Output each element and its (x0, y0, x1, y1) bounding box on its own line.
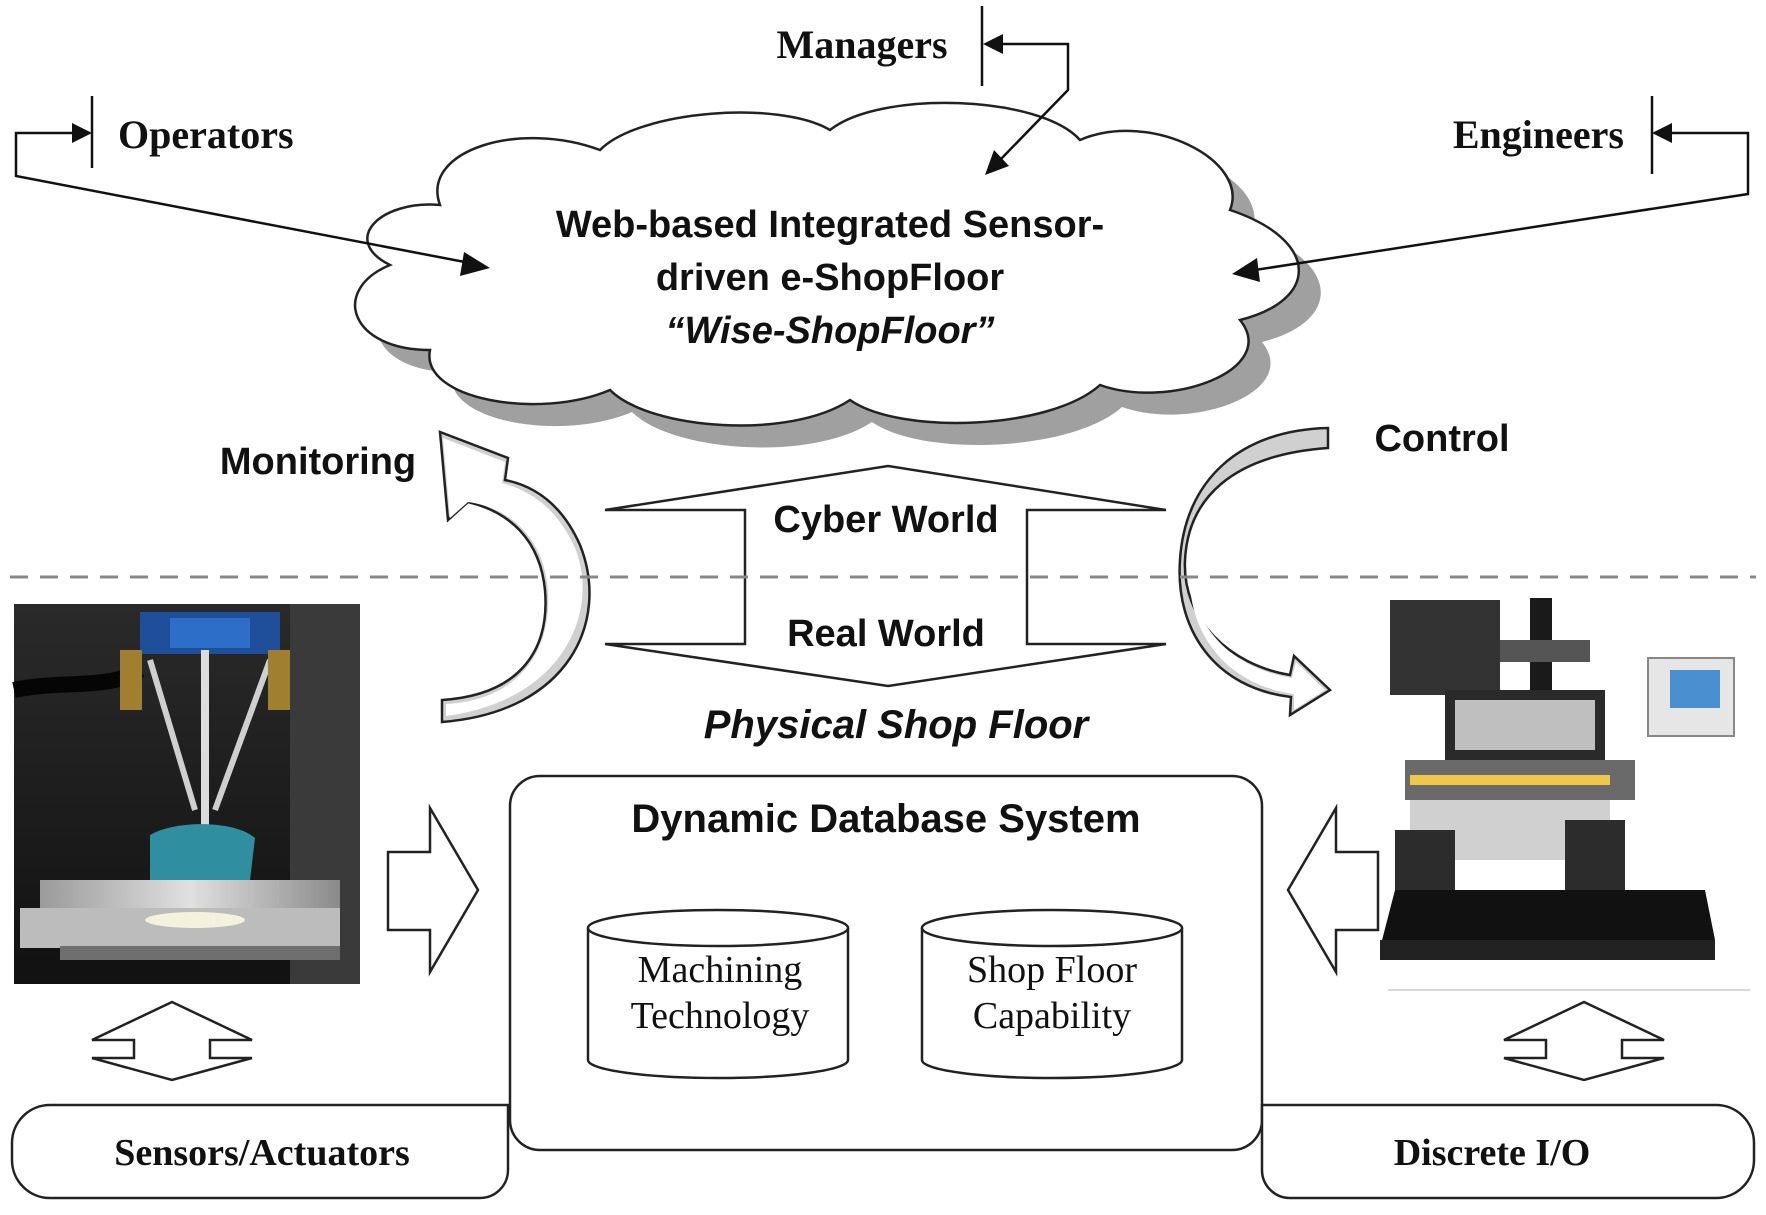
managers-arrowhead-cloud (985, 150, 1009, 175)
discrete-io-label: Discrete I/O (1394, 1132, 1591, 1174)
sensors-actuators-label: Sensors/Actuators (114, 1132, 410, 1174)
shop-floor-capability-line2: Capability (973, 995, 1131, 1037)
control-label: Control (1374, 418, 1509, 460)
operators-arrowhead-in (72, 123, 92, 143)
monitoring-arrow (438, 430, 591, 724)
left-machine-photo (12, 604, 360, 984)
real-world-label: Real World (787, 613, 985, 655)
cyber-world-label: Cyber World (773, 499, 998, 541)
operators-label: Operators (118, 112, 294, 157)
machining-technology-line1: Machining (638, 949, 803, 991)
operators-arrowhead-cloud (460, 252, 490, 276)
cloud-title-line1: Web-based Integrated Sensor- (556, 204, 1104, 246)
right-into-db-arrow (1286, 803, 1380, 977)
engineers-arrowhead-in (1652, 123, 1672, 143)
managers-label: Managers (776, 22, 947, 67)
shop-floor-capability-line1: Shop Floor (967, 949, 1137, 991)
sensors-actuators-box (10, 1103, 510, 1200)
right-machine-photo (1380, 598, 1750, 991)
machining-technology-line2: Technology (631, 995, 810, 1037)
operators-arrow (14, 96, 471, 265)
engineers-label: Engineers (1453, 112, 1624, 157)
cloud-title-line3: “Wise-ShopFloor” (666, 310, 995, 352)
machining-technology-db-icon (586, 908, 850, 1080)
managers-arrow (980, 6, 1070, 161)
engineers-arrow (1254, 96, 1750, 272)
cloud-title-line2: driven e-ShopFloor (656, 257, 1005, 299)
physical-shop-floor-label: Physical Shop Floor (704, 703, 1091, 747)
monitoring-label: Monitoring (220, 441, 416, 483)
engineers-arrowhead-cloud (1232, 258, 1260, 282)
left-vertical-double-arrow (91, 1000, 253, 1082)
right-vertical-double-arrow (1503, 1000, 1665, 1082)
control-arrow (1178, 426, 1333, 718)
managers-arrowhead-in (983, 34, 1003, 54)
left-into-db-arrow (386, 803, 480, 977)
discrete-io-box (1260, 1103, 1756, 1200)
shop-floor-capability-db-icon (920, 908, 1184, 1080)
database-system-title: Dynamic Database System (631, 797, 1140, 841)
cloud-shape (353, 101, 1300, 427)
